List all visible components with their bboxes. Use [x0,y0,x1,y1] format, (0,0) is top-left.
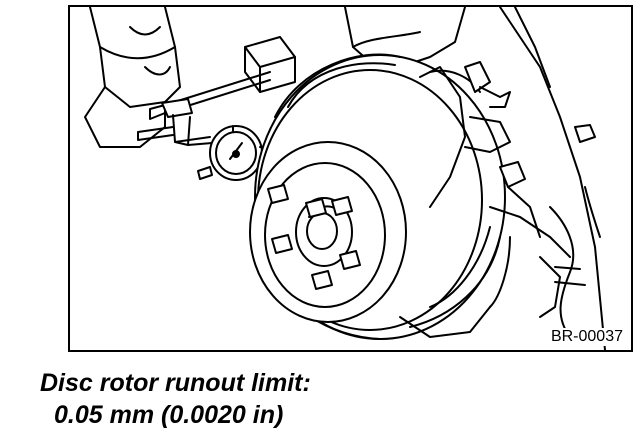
caption-line-1: Disc rotor runout limit: [40,369,311,397]
knuckle-body [84,7,466,148]
brake-caliper-bracket [419,61,571,258]
suspension-strut [499,7,606,350]
magnetic-base [244,36,296,93]
wheel-studs [267,184,361,290]
illustration-frame: BR-00037 [68,5,633,352]
dust-shield [399,236,511,338]
caption-line-2: 0.05 mm (0.0020 in) [54,401,284,429]
caption: Disc rotor runout limit: 0.05 mm (0.0020… [40,367,460,431]
rotor-runout-illustration [84,7,606,350]
wheel-hub [249,141,407,323]
gauge-arm [137,71,271,146]
figure-code: BR-00037 [548,328,625,346]
